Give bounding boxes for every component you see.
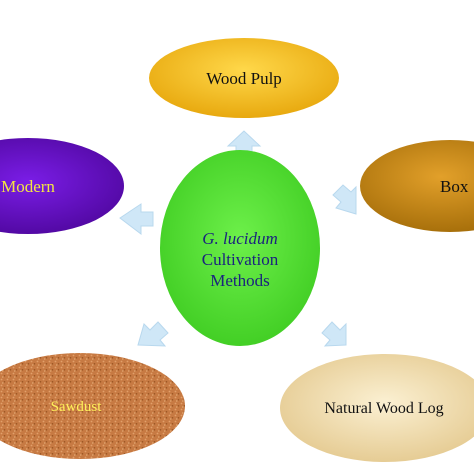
arrow-down-left-icon <box>137 321 169 347</box>
arrow-up-right-icon <box>332 184 357 215</box>
center-node: G. lucidum Cultivation Methods <box>160 150 320 346</box>
node-sawdust-label: Sawdust <box>51 399 103 415</box>
node-natural-wood-log-label: Natural Wood Log <box>324 400 443 417</box>
arrow-left-icon <box>119 203 154 236</box>
center-title-line3: Methods <box>210 271 270 290</box>
node-box-label: Box <box>440 177 469 196</box>
node-box: Box <box>360 140 474 232</box>
node-natural-wood-log: Natural Wood Log <box>280 354 474 462</box>
node-modern-label: Modern <box>1 177 55 196</box>
node-modern: Modern <box>0 138 124 234</box>
center-title-italic: G. lucidum <box>202 229 278 248</box>
node-wood-pulp: Wood Pulp <box>149 38 339 118</box>
arrow-down-right-icon <box>321 321 347 347</box>
center-title-line2: Cultivation <box>202 250 279 269</box>
node-wood-pulp-label: Wood Pulp <box>206 69 282 88</box>
arrows <box>119 130 357 347</box>
node-sawdust: Sawdust <box>0 353 185 459</box>
